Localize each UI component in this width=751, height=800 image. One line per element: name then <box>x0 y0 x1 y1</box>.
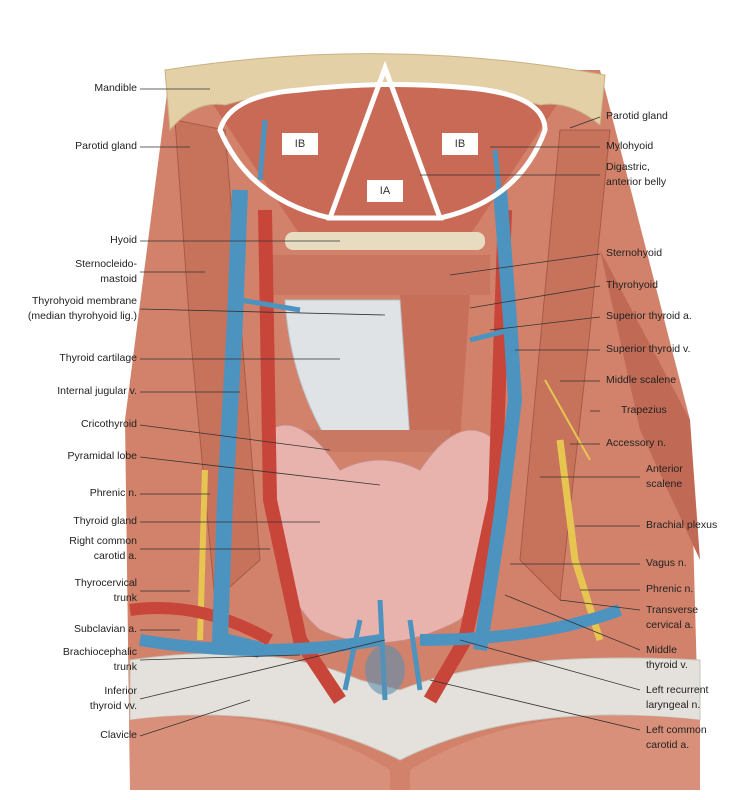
label-inferior-thyroid-vv: Inferior thyroid vv. <box>89 685 137 712</box>
hyoid-bone <box>285 232 485 250</box>
pectoral-muscle <box>130 715 390 790</box>
sternohyoid-muscle <box>400 295 470 440</box>
label-anterior-scalene: Anterior scalene <box>646 463 683 490</box>
internal-jugular-left <box>211 189 262 658</box>
label-vagus-n: Vagus n. <box>646 557 687 569</box>
label-trapezius: Trapezius <box>621 404 667 416</box>
label-right-common-carotid: Right common carotid a. <box>69 535 137 562</box>
label-thyrohyoid: Thyrohyoid <box>606 279 658 291</box>
trapezius-right <box>600 250 700 560</box>
label-thyroid-gland: Thyroid gland <box>73 515 137 527</box>
sternocleidomastoid-right <box>519 129 611 602</box>
label-parotid-gland-left: Parotid gland <box>75 140 137 152</box>
label-brachial-plexus: Brachial plexus <box>646 519 718 531</box>
level-ia-triangle <box>326 60 444 221</box>
label-internal-jugular: Internal jugular v. <box>57 385 137 397</box>
level-ib-outline <box>217 81 548 221</box>
label-mandible: Mandible <box>94 82 137 94</box>
label-left-common-carotid: Left common carotid a. <box>646 724 707 751</box>
label-phrenic-n-right: Phrenic n. <box>646 583 694 595</box>
trachea <box>365 645 405 695</box>
accessory-nerve <box>544 379 591 461</box>
label-subclavian: Subclavian a. <box>73 623 137 635</box>
left-common-carotid <box>423 209 512 704</box>
mylohyoid-muscle <box>210 80 560 235</box>
zone-ib-right: IB <box>442 133 478 155</box>
label-hyoid: Hyoid <box>110 234 137 246</box>
brachiocephalic-vein <box>139 604 623 656</box>
thyrohyoid-muscles <box>270 255 490 295</box>
label-sternocleidomastoid: Sternocleido- mastoid <box>75 258 137 285</box>
label-thyrohyoid-membrane: Thyrohyoid membrane (median thyrohyoid l… <box>27 295 137 322</box>
label-accessory-n: Accessory n. <box>606 437 667 449</box>
label-left-recurrent-laryngeal: Left recurrent laryngeal n. <box>646 684 709 711</box>
zone-ib-left: IB <box>282 133 318 155</box>
label-parotid-gland-right: Parotid gland <box>606 110 668 122</box>
label-clavicle: Clavicle <box>100 729 137 741</box>
label-sternohyoid: Sternohyoid <box>606 247 663 259</box>
pectoral-muscle-right <box>410 715 700 790</box>
leader-lines <box>139 88 641 737</box>
subclavian-artery <box>129 602 273 646</box>
label-mylohyoid: Mylohyoid <box>606 140 654 152</box>
label-pyramidal-lobe: Pyramidal lobe <box>67 450 137 462</box>
right-common-carotid <box>258 209 346 704</box>
label-middle-scalene: Middle scalene <box>606 374 677 386</box>
label-thyrocervical-trunk: Thyrocervical trunk <box>74 577 137 604</box>
label-superior-thyroid-a: Superior thyroid a. <box>606 310 692 322</box>
label-transverse-cervical: Transverse cervical a. <box>646 604 699 631</box>
sternocleidomastoid-left <box>174 119 261 602</box>
label-brachiocephalic-trunk: Brachiocephalic trunk <box>62 646 137 673</box>
label-thyroid-cartilage: Thyroid cartilage <box>59 352 137 364</box>
label-digastric: Digastric, anterior belly <box>606 161 667 188</box>
label-superior-thyroid-v: Superior thyroid v. <box>606 343 691 355</box>
internal-jugular-right <box>473 189 523 652</box>
zone-ia: IA <box>367 180 403 202</box>
cricothyroid-band <box>300 430 450 452</box>
label-middle-thyroid-v: Middle thyroid v. <box>646 644 688 671</box>
label-cricothyroid: Cricothyroid <box>80 418 137 430</box>
mandible-bone <box>164 53 606 132</box>
label-phrenic-n-left: Phrenic n. <box>89 487 137 499</box>
